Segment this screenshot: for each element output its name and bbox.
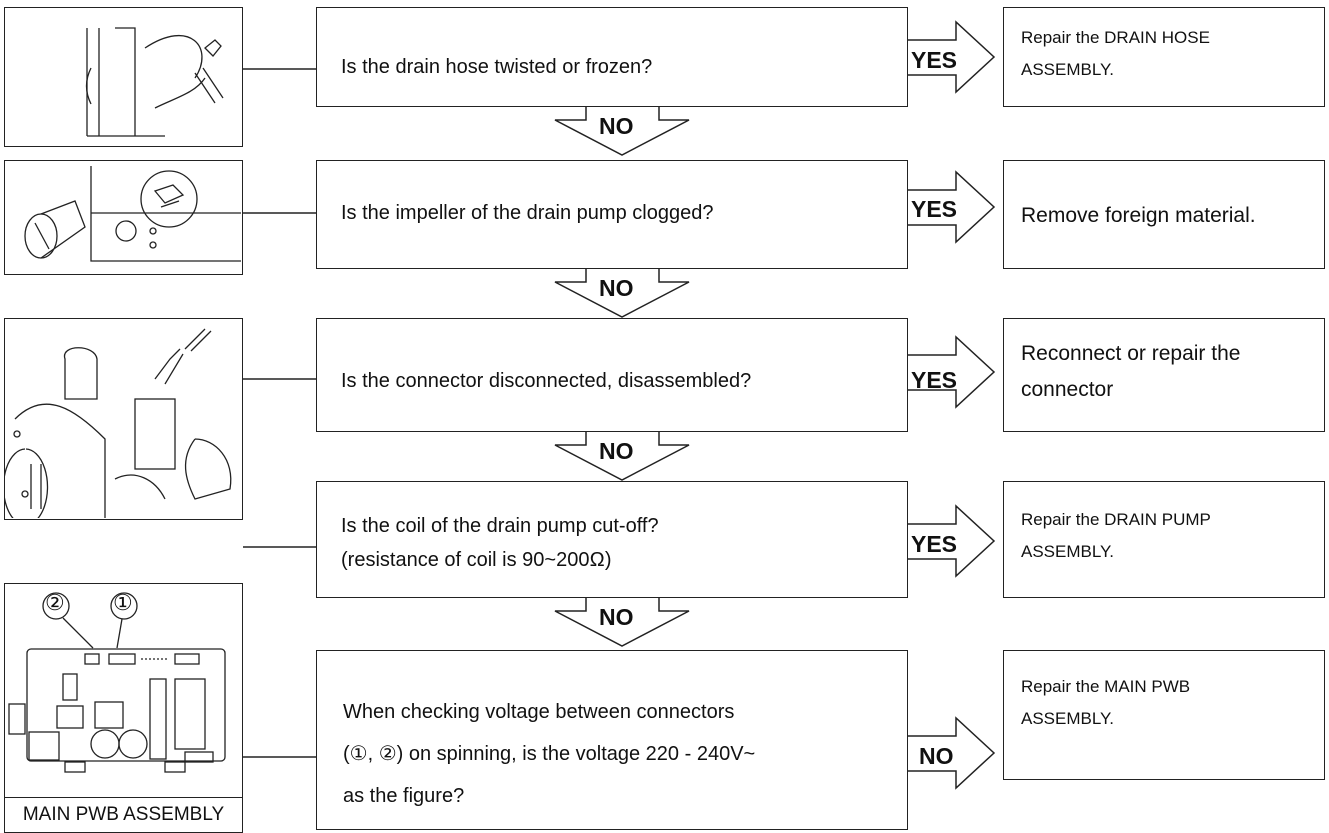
result-text-1: Repair the DRAIN HOSE ASSEMBLY.: [1021, 28, 1210, 79]
question-text-1: Is the drain hose twisted or frozen?: [341, 56, 653, 78]
no-label-1: NO: [599, 113, 634, 139]
question-box-5: When checking voltage between connectors…: [316, 650, 908, 830]
impeller-icon: [24, 166, 241, 262]
no-label-3: NO: [599, 438, 634, 464]
down-arrow-3: [554, 432, 690, 481]
pwb-marker-1: ①: [113, 590, 133, 615]
right-arrow-5: [908, 716, 996, 790]
no-label-5: NO: [919, 743, 954, 769]
down-arrow-2: [554, 269, 690, 318]
yes-label-2: YES: [911, 196, 958, 222]
result-box-1: Repair the DRAIN HOSE ASSEMBLY.: [1003, 7, 1325, 107]
result-box-5: Repair the MAIN PWB ASSEMBLY.: [1003, 650, 1325, 780]
yes-label-1: YES: [911, 47, 958, 73]
question-box-4: Is the coil of the drain pump cut-off? (…: [316, 481, 908, 598]
result-text-3: Reconnect or repair the connector: [1021, 342, 1241, 401]
down-arrow-1: [554, 107, 690, 156]
result-box-3: Reconnect or repair the connector: [1003, 318, 1325, 432]
pwb-marker-2: ②: [45, 590, 65, 615]
question-box-3: Is the connector disconnected, disassemb…: [316, 318, 908, 432]
right-arrow-4: [908, 504, 996, 578]
no-label-2: NO: [599, 275, 634, 301]
right-arrow-2: [908, 170, 996, 244]
drain-pump-connector-icon: [2, 328, 232, 526]
impeller-illustration: [4, 160, 243, 275]
result-text-5: Repair the MAIN PWB ASSEMBLY.: [1021, 677, 1191, 728]
main-pwb-icon: [8, 592, 226, 773]
drain-hose-icon: [85, 27, 224, 137]
question-box-1: Is the drain hose twisted or frozen?: [316, 7, 908, 107]
question-text-3: Is the connector disconnected, disassemb…: [341, 370, 752, 392]
question-box-2: Is the impeller of the drain pump clogge…: [316, 160, 908, 269]
right-arrow-3: [908, 335, 996, 409]
question-text-2: Is the impeller of the drain pump clogge…: [341, 202, 714, 224]
result-text-4: Repair the DRAIN PUMP ASSEMBLY.: [1021, 510, 1211, 561]
right-arrow-1: [908, 20, 996, 94]
drain-hose-illustration: [4, 7, 243, 147]
question-text-5: When checking voltage between connectors…: [343, 701, 756, 807]
yes-label-3: YES: [911, 367, 958, 393]
pwb-illustration: ② ① MAIN PWB ASSEMBLY: [4, 583, 243, 833]
result-text-2: Remove foreign material.: [1021, 204, 1256, 227]
down-arrow-4: [554, 598, 690, 647]
result-box-2: Remove foreign material.: [1003, 160, 1325, 269]
no-label-4: NO: [599, 604, 634, 630]
yes-label-4: YES: [911, 531, 958, 557]
pwb-caption: MAIN PWB ASSEMBLY: [5, 797, 242, 832]
connector-illustration: [2, 318, 243, 526]
question-text-4: Is the coil of the drain pump cut-off? (…: [341, 515, 659, 571]
result-box-4: Repair the DRAIN PUMP ASSEMBLY.: [1003, 481, 1325, 598]
